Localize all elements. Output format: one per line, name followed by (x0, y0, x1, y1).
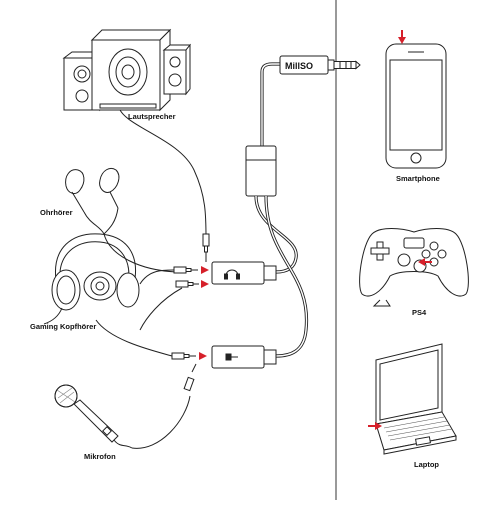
headphone-socket (211, 261, 277, 285)
smartphone-icon (385, 43, 447, 169)
microphone-port-icon (225, 353, 238, 361)
brand-label: MillSO (285, 61, 313, 71)
label-ps4: PS4 (412, 308, 427, 317)
label-earphones: Ohrhörer (40, 208, 73, 217)
trrs-plug-tip (333, 61, 357, 69)
headphone-port-icon (224, 269, 240, 280)
plug-speakers (202, 233, 210, 262)
label-microphone: Mikrofon (84, 452, 116, 461)
splitter-body (245, 145, 277, 197)
plug-headset (175, 280, 199, 288)
gamepad-icon (359, 228, 469, 307)
label-speakers: Lautsprecher (128, 112, 176, 121)
arrow-icon (199, 266, 209, 360)
arrow-icon (418, 258, 432, 266)
plug-microphone (183, 363, 197, 392)
microphone-socket (211, 345, 277, 369)
adapter-cable: MillSO (211, 55, 361, 369)
arrow-icon (398, 30, 406, 44)
label-laptop: Laptop (414, 460, 439, 469)
plug-earphones (173, 266, 198, 274)
plug-headset-mic (171, 352, 196, 360)
label-gaming-headset: Gaming Kopfhörer (30, 322, 97, 331)
earphones-icon (65, 167, 120, 235)
arrow-icon (368, 422, 382, 430)
headset-icon (43, 233, 140, 325)
input-cables (95, 109, 207, 449)
label-smartphone: Smartphone (396, 174, 440, 183)
microphone-icon (54, 384, 133, 449)
laptop-icon (375, 343, 457, 455)
speakers-icon (62, 28, 192, 112)
